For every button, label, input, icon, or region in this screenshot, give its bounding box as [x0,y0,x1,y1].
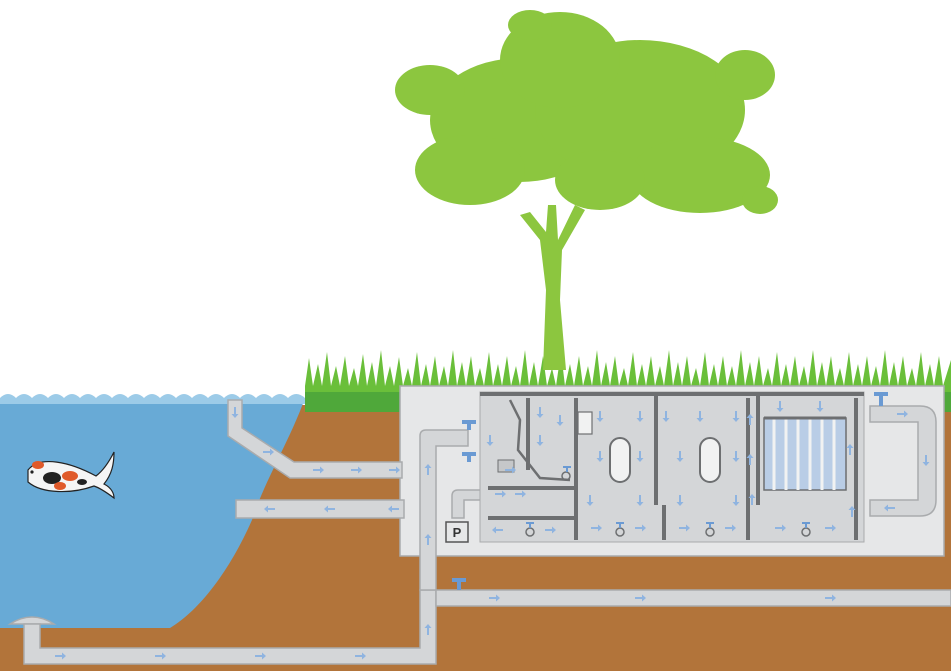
valve-icon [874,392,888,406]
flow-arrow-icon [231,407,239,418]
flow-arrow-icon [255,652,266,660]
flow-arrow-icon [846,444,854,455]
flow-arrow-icon [748,494,756,505]
flow-arrow-icon [355,652,366,660]
flow-arrow-icon [776,401,784,412]
flow-arrow-icon [424,534,432,545]
flow-arrow-icon [679,524,690,532]
pump-icon: P [445,521,469,543]
flow-arrow-icon [635,594,646,602]
flow-arrows [55,401,930,660]
flow-arrow-icon [884,504,895,512]
flow-arrow-icon [586,495,594,506]
flow-arrow-icon [848,506,856,517]
valve-icon [706,522,714,528]
filter-media-block [763,417,847,491]
valve-icon [616,522,624,528]
koi-fish-icon [27,451,115,500]
valve-icon [802,522,810,528]
flow-arrow-icon [636,495,644,506]
flow-arrow-icon [636,451,644,462]
filter-chambers [479,391,865,543]
flow-arrow-icon [489,594,500,602]
flow-arrow-icon [746,454,754,465]
flow-arrow-icon [515,490,526,498]
bottom-drain-icon [7,616,57,625]
flow-arrow-icon [424,464,432,475]
flow-arrow-icon [596,451,604,462]
flow-arrow-icon [596,411,604,422]
tree-icon [395,10,778,370]
flow-arrow-icon [635,524,646,532]
flow-arrow-icon [264,505,275,513]
flow-arrow-icon [591,524,602,532]
flow-arrow-icon [636,411,644,422]
flow-arrow-icon [351,466,362,474]
flow-arrow-icon [388,505,399,513]
uv-clarifier [577,411,593,435]
flow-arrow-icon [725,524,736,532]
valves [452,392,888,590]
flow-arrow-icon [389,466,400,474]
flow-arrow-icon [55,652,66,660]
flow-arrow-icon [816,401,824,412]
flow-arrow-icon [536,435,544,446]
aeration-element [609,437,631,483]
flow-arrow-icon [676,451,684,462]
flow-arrow-icon [662,411,670,422]
flow-arrow-icon [732,495,740,506]
flow-arrow-icon [492,526,503,534]
flow-arrow-icon [263,448,274,456]
flow-arrow-icon [825,524,836,532]
flow-arrow-icon [313,466,324,474]
pump-label: P [453,525,462,540]
flow-arrow-icon [775,524,786,532]
flow-arrow-icon [732,451,740,462]
flow-arrow-icon [505,466,516,474]
flow-arrow-icon [696,411,704,422]
flow-arrow-icon [556,415,564,426]
valve-icon [452,578,466,590]
valve-icon [526,522,534,528]
flow-arrow-icon [922,455,930,466]
flow-arrow-icon [324,505,335,513]
flow-arrow-icon [545,526,556,534]
flow-arrow-icon [897,410,908,418]
flow-arrow-icon [825,594,836,602]
flow-arrow-icon [536,407,544,418]
flow-arrow-icon [746,414,754,425]
valve-icon [563,466,571,472]
flow-arrow-icon [486,435,494,446]
flow-arrow-icon [424,624,432,635]
valve-icon [462,420,476,430]
aeration-element [699,437,721,483]
flow-arrow-icon [732,411,740,422]
flow-arrow-icon [676,495,684,506]
flow-arrow-icon [495,490,506,498]
flow-arrow-icon [155,652,166,660]
valve-icon [462,452,476,462]
